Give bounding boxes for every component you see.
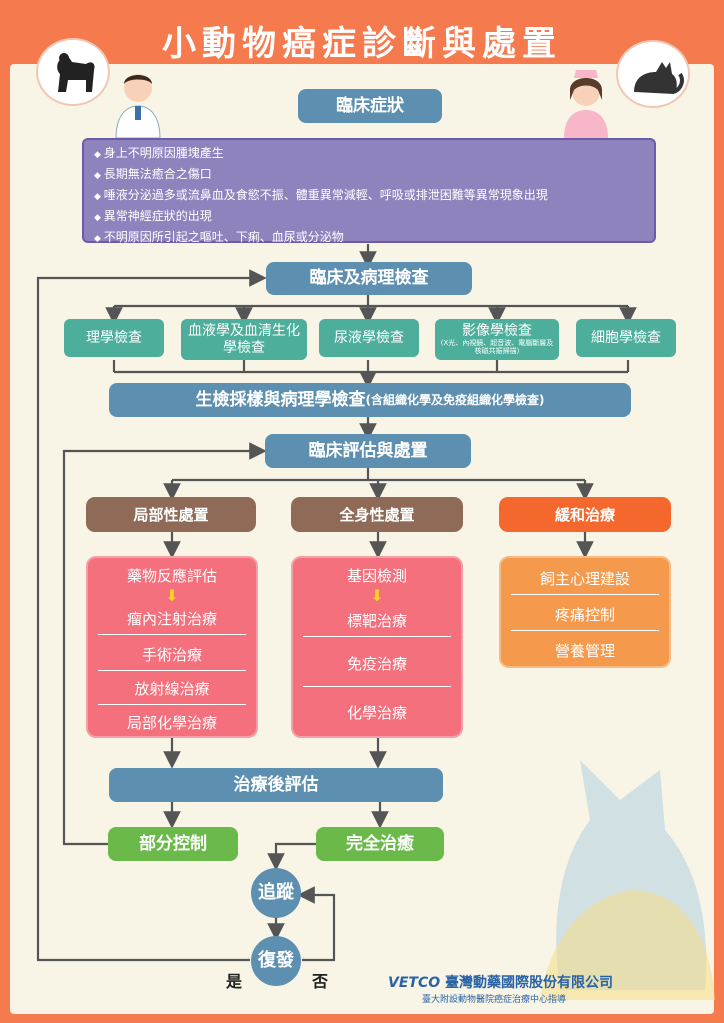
- page-title: 小動物癌症診斷與處置: [162, 24, 562, 64]
- follow-up-circle: 追蹤: [251, 868, 301, 918]
- nurse-icon: [564, 70, 608, 138]
- clinical-symptoms-step: 臨床症狀: [298, 89, 442, 123]
- blood-exam-box: 血液學及血清生化學檢查: [181, 319, 307, 360]
- divider: [98, 704, 246, 705]
- gene-test-item: 基因檢測: [346, 567, 407, 585]
- local-treatment-list: 藥物反應評估 ⬇ 瘤內注射治療 手術治療 放射線治療 局部化學治療: [86, 556, 258, 738]
- brand-name: VETCO: [388, 975, 441, 991]
- cat-bubble: [616, 40, 690, 108]
- palliative-treatment-list: 飼主心理建設 疼痛控制 營養管理: [499, 556, 671, 668]
- symptom-item: 唾液分泌過多或流鼻血及食慾不振、體重異常減輕、呼吸或排泄困難等異常現象出現: [94, 186, 644, 207]
- owner-support-item: 飼主心理建設: [539, 570, 630, 588]
- symptom-list: 身上不明原因腫塊產生 長期無法癒合之傷口 唾液分泌過多或流鼻血及食慾不振、體重異…: [82, 138, 656, 244]
- assessment-step: 臨床評估與處置: [265, 434, 471, 468]
- intratumoral-item: 瘤內注射治療: [126, 610, 217, 628]
- relapse-circle: 復發: [251, 936, 301, 986]
- symptom-item: 異常神經症狀的出現: [94, 207, 644, 228]
- pet-silhouette-icon: [540, 760, 715, 1000]
- imaging-exam-box: 影像學檢查 (X光、內視鏡、超音波、電腦斷層及核磁共振掃描): [435, 319, 559, 360]
- targeted-therapy-item: 標靶治療: [346, 612, 407, 630]
- symptom-item: 不明原因所引起之嘔吐、下痢、血尿或分泌物: [94, 228, 644, 249]
- surgery-item: 手術治療: [141, 646, 202, 664]
- company-subtitle: 臺大附設動物醫院癌症治療中心指導: [422, 995, 567, 1005]
- biopsy-step: 生檢採樣與病理學檢查 (含組織化學及免疫組織化學檢查): [109, 383, 631, 417]
- urine-exam-box: 尿液學檢查: [319, 319, 419, 357]
- company-name: 臺灣動藥國際股份有限公司: [445, 975, 613, 991]
- divider: [98, 670, 246, 671]
- physical-exam-box: 理學檢查: [64, 319, 164, 357]
- systemic-treatment-header: 全身性處置: [291, 497, 463, 532]
- imaging-exam-label: 影像學檢查: [462, 323, 532, 340]
- chemotherapy-item: 化學治療: [346, 704, 407, 722]
- post-eval-step: 治療後評估: [109, 768, 443, 802]
- palliative-treatment-header: 緩和治療: [499, 497, 671, 532]
- yes-label: 是: [226, 972, 243, 991]
- nutrition-item: 營養管理: [554, 642, 615, 660]
- divider: [511, 594, 659, 595]
- cytology-exam-box: 細胞學檢查: [576, 319, 676, 357]
- no-label: 否: [312, 972, 329, 991]
- immunotherapy-item: 免疫治療: [346, 655, 407, 673]
- doctor-icon: [115, 74, 161, 138]
- symptom-item: 長期無法癒合之傷口: [94, 165, 644, 186]
- divider: [303, 636, 451, 637]
- biopsy-label: 生檢採樣與病理學檢查: [195, 389, 366, 410]
- local-treatment-header: 局部性處置: [86, 497, 256, 532]
- pain-control-item: 疼痛控制: [554, 606, 615, 624]
- clinical-exam-step: 臨床及病理檢查: [266, 262, 472, 295]
- complete-cure-box: 完全治癒: [316, 827, 444, 861]
- symptom-item: 身上不明原因腫塊產生: [94, 144, 644, 165]
- divider: [98, 634, 246, 635]
- cat-icon: [634, 62, 684, 94]
- partial-control-box: 部分控制: [108, 827, 238, 861]
- dog-bubble: [36, 38, 110, 106]
- local-chemo-item: 局部化學治療: [126, 714, 217, 732]
- dog-icon: [57, 53, 95, 92]
- divider: [511, 630, 659, 631]
- drug-response-item: 藥物反應評估: [126, 567, 217, 585]
- divider: [303, 686, 451, 687]
- down-arrow-icon: ⬇: [165, 586, 179, 605]
- radiation-item: 放射線治療: [134, 680, 210, 698]
- systemic-treatment-list: 基因檢測 ⬇ 標靶治療 免疫治療 化學治療: [291, 556, 463, 738]
- biopsy-note: (含組織化學及免疫組織化學檢查): [365, 392, 545, 407]
- down-arrow-icon: ⬇: [370, 586, 384, 605]
- company-logo: VETCO 臺灣動藥國際股份有限公司 臺大附設動物醫院癌症治療中心指導: [388, 972, 718, 1005]
- imaging-exam-note: (X光、內視鏡、超音波、電腦斷層及核磁共振掃描): [440, 339, 554, 355]
